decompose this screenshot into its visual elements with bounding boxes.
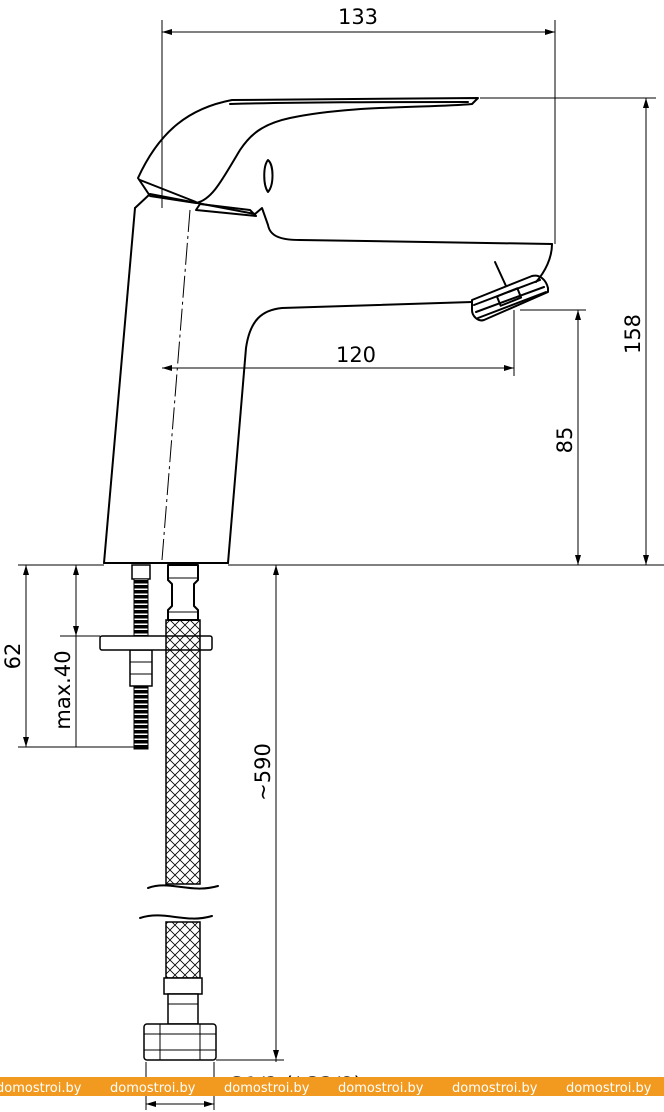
dim-spout-height: 85	[520, 309, 586, 565]
dim-hose-length-label: ~590	[251, 743, 275, 801]
watermark-1: domostroi.by	[0, 1081, 82, 1096]
dim-overall-height-label: 158	[621, 314, 645, 354]
watermark-bar: domostroi.by domostroi.by domostroi.by d…	[0, 1077, 664, 1096]
flexible-hose	[139, 564, 219, 1061]
faucet-body	[103, 193, 553, 564]
dim-overall-width-label: 133	[338, 5, 378, 29]
aerator	[471, 261, 549, 322]
dim-spout-reach-label: 120	[336, 343, 376, 367]
dim-overall-height: 158	[228, 97, 664, 566]
dim-overall-width: 133	[161, 5, 556, 244]
dim-max-deck-thickness: max.40	[51, 565, 100, 747]
threaded-stud	[129, 564, 153, 750]
watermark-2: domostroi.by	[110, 1081, 196, 1096]
dim-spout-reach: 120	[162, 310, 515, 376]
dim-mounting-depth: 62	[1, 564, 134, 748]
faucet-lever-handle	[137, 97, 479, 217]
dim-mounting-depth-label: 62	[1, 643, 25, 670]
dim-spout-height-label: 85	[553, 427, 577, 454]
watermark-3: domostroi.by	[224, 1081, 310, 1096]
watermark-4: domostroi.by	[338, 1081, 424, 1096]
center-axis	[161, 209, 191, 561]
dim-max-deck-thickness-label: max.40	[51, 650, 75, 729]
dim-hose-length: ~590	[216, 565, 284, 1062]
watermark-5: domostroi.by	[452, 1081, 538, 1096]
watermark-6: domostroi.by	[566, 1081, 652, 1096]
